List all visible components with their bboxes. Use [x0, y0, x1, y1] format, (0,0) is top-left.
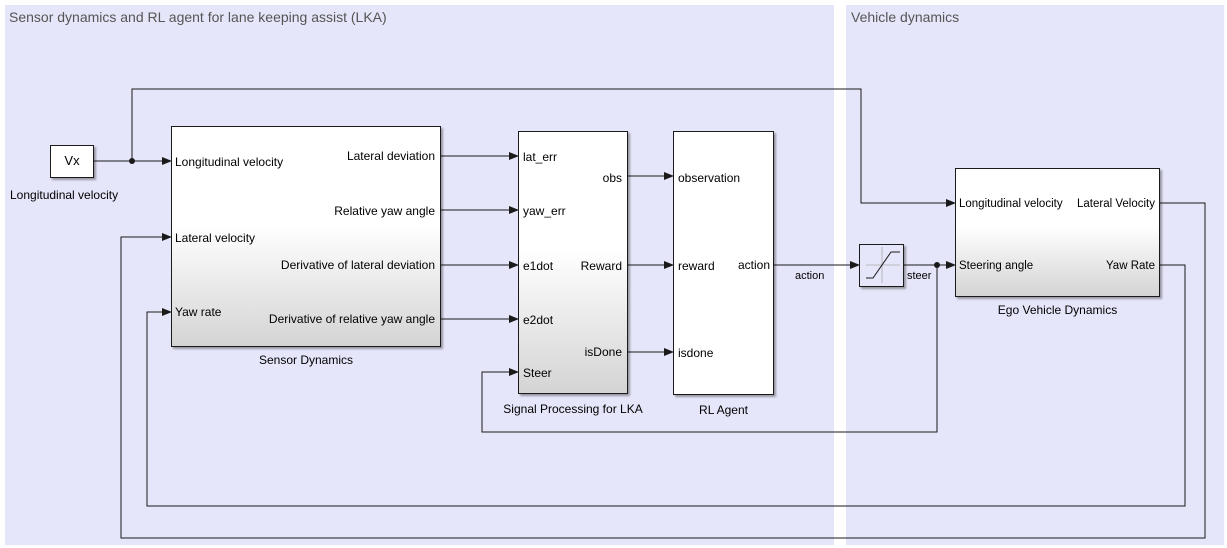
sensor-out-derivative-lateral-deviation: Derivative of lateral deviation [280, 258, 435, 272]
ego-vehicle-dynamics-label: Ego Vehicle Dynamics [997, 303, 1118, 317]
constant-block[interactable]: Vx [50, 145, 94, 178]
agent-in-reward: reward [678, 259, 715, 273]
sensor-area-title: Sensor dynamics and RL agent for lane ke… [9, 9, 387, 25]
wire-steer-feedback [481, 265, 938, 433]
rl-agent-block[interactable]: observation reward isdone action [673, 131, 774, 395]
sensor-dynamics-block[interactable]: Longitudinal velocity Lateral velocity Y… [171, 126, 441, 347]
agent-in-isdone: isdone [678, 346, 714, 360]
wire-vx-ego [131, 88, 956, 207]
ego-in-longitudinal-velocity: Longitudinal velocity [959, 198, 1063, 210]
rl-agent-label: RL Agent [699, 403, 748, 417]
ego-out-lateral-velocity: Lateral Velocity [1077, 198, 1155, 210]
wire-label-steer: steer [907, 270, 932, 282]
signal-processing-block[interactable]: lat_err yaw_err e1dot e2dot Steer obs Re… [518, 131, 628, 394]
wire-latvel-feedback [120, 202, 1206, 539]
sensor-in-yaw-rate: Yaw rate [175, 305, 222, 319]
wire-yaw-feedback [146, 264, 1186, 507]
ego-vehicle-dynamics-block[interactable]: Longitudinal velocity Steering angle Lat… [955, 168, 1160, 297]
sensor-out-lateral-deviation: Lateral deviation [346, 149, 435, 163]
signal-in-e1dot: e1dot [523, 259, 554, 273]
saturation-block[interactable] [859, 244, 904, 287]
branch-point-vx [129, 158, 135, 164]
sensor-out-derivative-relative-yaw-angle: Derivative of relative yaw angle [268, 312, 435, 326]
ego-out-yaw-rate: Yaw Rate [1105, 260, 1155, 272]
sensor-out-relative-yaw-angle: Relative yaw angle [334, 204, 435, 218]
signal-out-isdone: isDone [584, 345, 622, 359]
agent-in-observation: observation [678, 171, 741, 185]
sensor-in-longitudinal-velocity: Longitudinal velocity [175, 155, 284, 169]
signal-out-obs: obs [602, 171, 622, 185]
signal-in-yaw-err: yaw_err [523, 204, 566, 218]
signal-out-reward: Reward [580, 259, 622, 273]
agent-out-action: action [737, 258, 770, 272]
ego-in-steering-angle: Steering angle [959, 260, 1034, 272]
saturation-icon [866, 247, 900, 283]
sensor-in-lateral-velocity: Lateral velocity [175, 231, 256, 245]
wire-label-action: action [795, 270, 825, 282]
signal-in-steer: Steer [523, 366, 552, 380]
sensor-dynamics-label: Sensor Dynamics [258, 353, 354, 367]
signal-in-lat-err: lat_err [523, 150, 558, 164]
vehicle-area-title: Vehicle dynamics [851, 9, 960, 25]
signal-in-e2dot: e2dot [523, 313, 554, 327]
signal-processing-label: Signal Processing for LKA [503, 402, 643, 416]
constant-value: Vx [64, 153, 80, 168]
constant-label: Longitudinal velocity [10, 188, 119, 202]
branch-point-steer [934, 262, 940, 268]
